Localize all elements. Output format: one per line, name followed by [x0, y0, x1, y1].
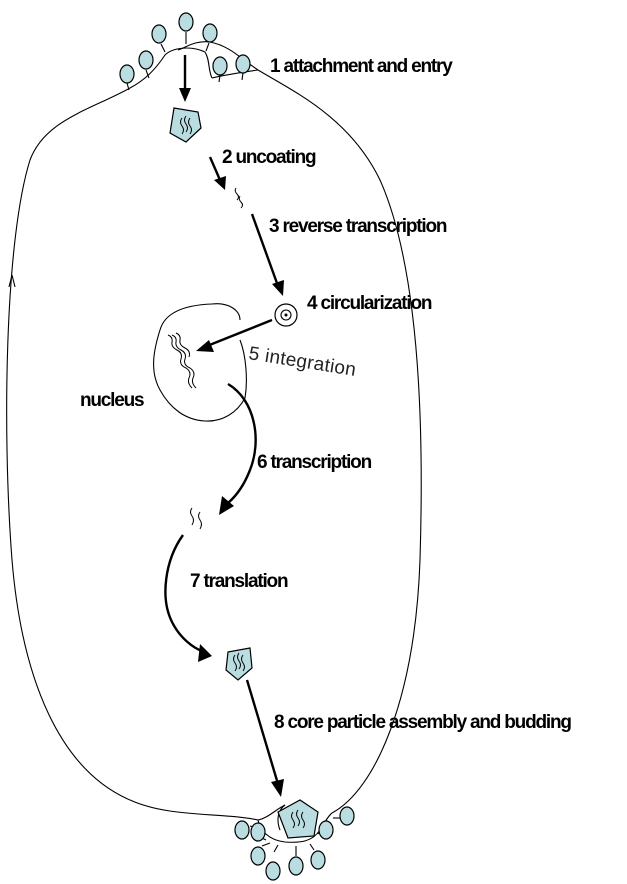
label-step8: 8 core particle assembly and budding — [274, 712, 571, 733]
new-capsid-icon — [226, 648, 252, 680]
capsid-icon — [170, 108, 201, 142]
label-step3: 3 reverse transcription — [269, 216, 447, 237]
membrane-arrow-mark — [9, 275, 15, 287]
arrow-uncoating — [210, 157, 220, 180]
glycoprotein-icon — [120, 65, 134, 83]
glycoprotein-icon — [289, 857, 303, 875]
glycoprotein-icon — [319, 821, 333, 839]
glycoprotein-icon — [139, 51, 153, 69]
glycoprotein-icon — [340, 807, 354, 825]
label-step1: 1 attachment and entry — [270, 56, 453, 77]
glycoprotein-icon — [251, 847, 265, 865]
glycoprotein-icon — [236, 55, 250, 73]
cell-membrane — [7, 42, 422, 820]
arrow-integration — [207, 320, 272, 346]
glycoprotein-icon — [213, 57, 227, 75]
entry-site — [120, 13, 258, 90]
label-step7: 7 translation — [190, 571, 288, 592]
label-step6: 6 transcription — [257, 452, 372, 473]
glycoprotein-icon — [179, 13, 193, 31]
integrated-dna-icon — [168, 333, 196, 388]
budding-site — [235, 800, 354, 880]
label-step5: 5 integration — [247, 343, 357, 381]
released-rna-icon — [235, 188, 242, 208]
label-step4: 4 circularization — [307, 293, 432, 314]
circular-dna-icon — [275, 304, 297, 326]
glycoprotein-icon — [311, 851, 325, 869]
glycoprotein-icon — [251, 823, 265, 841]
label-nucleus: nucleus — [80, 390, 144, 411]
label-step2: 2 uncoating — [222, 147, 316, 168]
glycoprotein-icon — [203, 24, 217, 42]
arrow-translation — [165, 535, 204, 652]
glycoprotein-icon — [152, 25, 166, 43]
mrna-icon — [191, 508, 202, 529]
glycoprotein-icon — [235, 821, 249, 839]
arrow-transcription — [228, 384, 256, 503]
glycoprotein-icon — [266, 862, 280, 880]
nucleus-outline — [154, 304, 245, 421]
